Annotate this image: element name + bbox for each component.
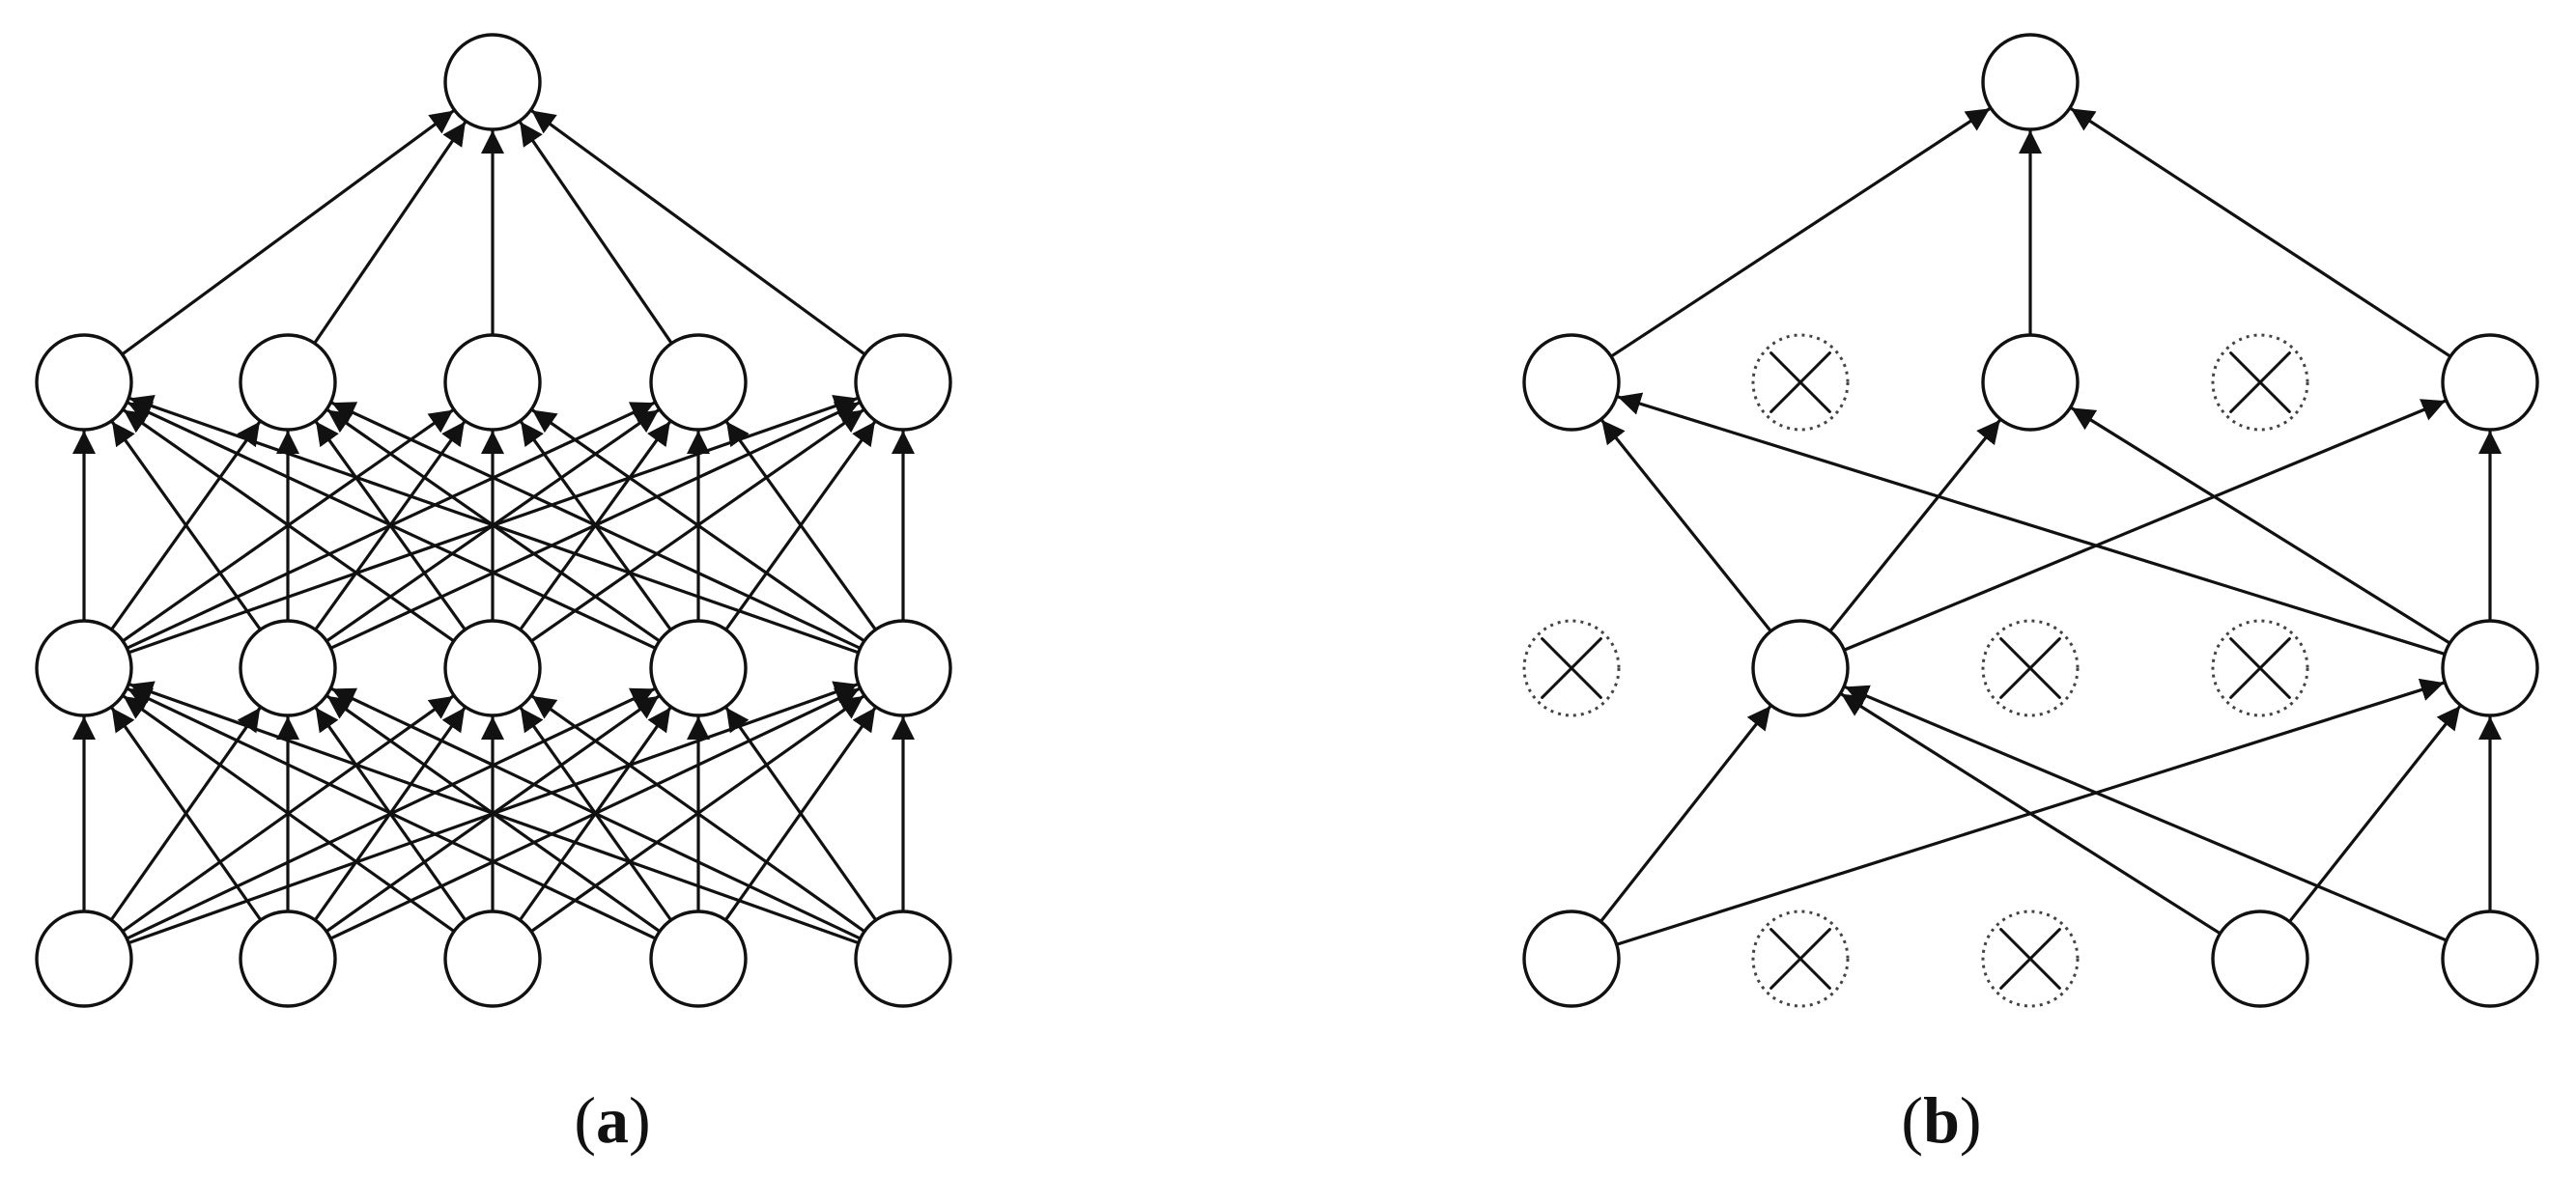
panel-a-neuron-hidden2-0 xyxy=(35,333,133,432)
panel-a-neuron-output-0 xyxy=(443,33,542,131)
panel-a-neuron-hidden1-3 xyxy=(649,619,748,717)
panel-a-edge-hidden1-3-to-hidden2-0 xyxy=(127,401,657,650)
panel-a-edge-input-1-to-hidden1-0 xyxy=(110,707,263,921)
panel-b-edge-hidden1-1-to-hidden2-2 xyxy=(1828,418,2001,632)
panel-b-dropout-cross-icon-hidden2-3-1 xyxy=(2229,351,2291,413)
panel-a-edge-hidden2-3-to-output-0 xyxy=(518,121,673,345)
panel-a-nodes xyxy=(35,33,952,1008)
panel-b-neuron-hidden2-4 xyxy=(2441,333,2539,432)
panel-b-edge-hidden2-0-to-output-0 xyxy=(1610,107,1992,358)
panel-b-dropout-cross-icon-hidden1-2-1 xyxy=(1999,637,2061,699)
panel-b-neuron-hidden1-4 xyxy=(2441,619,2539,717)
panel-a-edge-hidden2-0-to-output-0 xyxy=(121,109,455,356)
panel-b-edges xyxy=(1599,107,2502,946)
panel-a-edge-hidden1-2-to-hidden2-0 xyxy=(123,408,455,643)
panel-b-dropout-cross-icon-input-2-1 xyxy=(1999,928,2061,990)
panel-b-neuron-hidden1-1 xyxy=(1751,619,1850,717)
panel-b-label: (b) xyxy=(1845,1081,2038,1159)
panel-a-edge-hidden1-4-to-hidden2-1 xyxy=(330,401,862,650)
panel-a-edge-hidden1-4-to-hidden2-2 xyxy=(531,408,865,643)
panel-a-edge-hidden1-4-to-hidden2-3 xyxy=(724,420,877,631)
panel-a-edge-hidden2-1-to-output-0 xyxy=(313,121,467,345)
panel-a-edge-input-4-to-hidden1-3 xyxy=(724,706,878,921)
panel-b-edge-input-3-to-hidden1-1 xyxy=(1840,692,2222,936)
panel-a-neuron-input-4 xyxy=(854,910,952,1008)
panel-b-dropout-network xyxy=(1522,33,2539,1008)
panel-a-edge-hidden2-4-to-output-0 xyxy=(530,109,866,356)
panel-a-neuron-hidden1-4 xyxy=(854,619,952,717)
panel-b-neuron-input-3 xyxy=(2211,910,2309,1008)
panel-b-dropout-cross-icon-hidden1-3-1 xyxy=(2229,637,2291,699)
panel-a-label-letter: a xyxy=(596,1083,629,1157)
panel-b-neuron-input-4 xyxy=(2441,910,2539,1008)
panel-b-neuron-output-0 xyxy=(1981,33,2080,131)
panel-a-edge-hidden1-1-to-hidden2-0 xyxy=(110,420,262,631)
panel-b-label-close: ) xyxy=(1959,1083,1982,1157)
panel-a-edge-input-4-to-hidden1-0 xyxy=(128,681,860,945)
panel-a-edge-hidden1-4-to-hidden2-0 xyxy=(128,395,860,655)
panel-a-neuron-hidden2-4 xyxy=(854,333,952,432)
panel-a-neuron-hidden1-1 xyxy=(239,619,337,717)
panel-b-label-open: ( xyxy=(1901,1083,1924,1157)
panel-a-neuron-hidden1-0 xyxy=(35,619,133,717)
panel-a-edge-input-4-to-hidden1-1 xyxy=(330,686,862,940)
panel-b-dropout-cross-icon-input-1-1 xyxy=(1769,928,1831,990)
panel-a-edge-input-4-to-hidden1-2 xyxy=(530,694,865,933)
panel-a-neuron-hidden2-1 xyxy=(239,333,337,432)
panel-a-neuron-input-3 xyxy=(649,910,748,1008)
panel-b-neuron-input-0 xyxy=(1522,910,1621,1008)
panel-a-standard-network xyxy=(35,33,952,1008)
panel-b-label-letter: b xyxy=(1923,1083,1960,1157)
panel-a-label-open: ( xyxy=(574,1083,596,1157)
panel-b-nodes xyxy=(1522,33,2539,1008)
panel-a-neuron-input-1 xyxy=(239,910,337,1008)
panel-a-neuron-input-0 xyxy=(35,910,133,1008)
panel-b-edge-input-3-to-hidden1-4 xyxy=(2288,705,2462,923)
panel-b-edge-hidden1-1-to-hidden2-4 xyxy=(1843,399,2447,652)
panel-a-label: (a) xyxy=(516,1081,709,1159)
panel-a-neuron-hidden2-2 xyxy=(443,333,542,432)
panel-b-edge-input-0-to-hidden1-1 xyxy=(1599,705,1772,923)
panel-b-edge-hidden1-1-to-hidden2-0 xyxy=(1600,419,1772,632)
panel-a-neuron-hidden1-2 xyxy=(443,619,542,717)
panel-b-neuron-hidden2-2 xyxy=(1981,333,2080,432)
panel-a-edge-input-2-to-hidden1-0 xyxy=(122,694,456,933)
panel-b-neuron-hidden2-0 xyxy=(1522,333,1621,432)
panel-b-edge-input-4-to-hidden1-1 xyxy=(1844,685,2448,942)
panel-a-label-close: ) xyxy=(629,1083,651,1157)
panel-a-edge-input-3-to-hidden1-0 xyxy=(127,686,657,940)
panel-b-edge-hidden1-4-to-hidden2-2 xyxy=(2070,406,2451,645)
panel-a-neuron-hidden2-3 xyxy=(649,333,748,432)
panel-b-edge-hidden1-4-to-hidden2-0 xyxy=(1617,392,2446,656)
panel-b-edge-hidden2-4-to-output-0 xyxy=(2069,107,2451,358)
panel-b-dropout-cross-icon-hidden2-1-1 xyxy=(1769,351,1831,413)
panel-a-edges xyxy=(72,109,915,945)
panel-b-dropout-cross-icon-hidden1-0-1 xyxy=(1541,637,1602,699)
panel-a-neuron-input-2 xyxy=(443,910,542,1008)
